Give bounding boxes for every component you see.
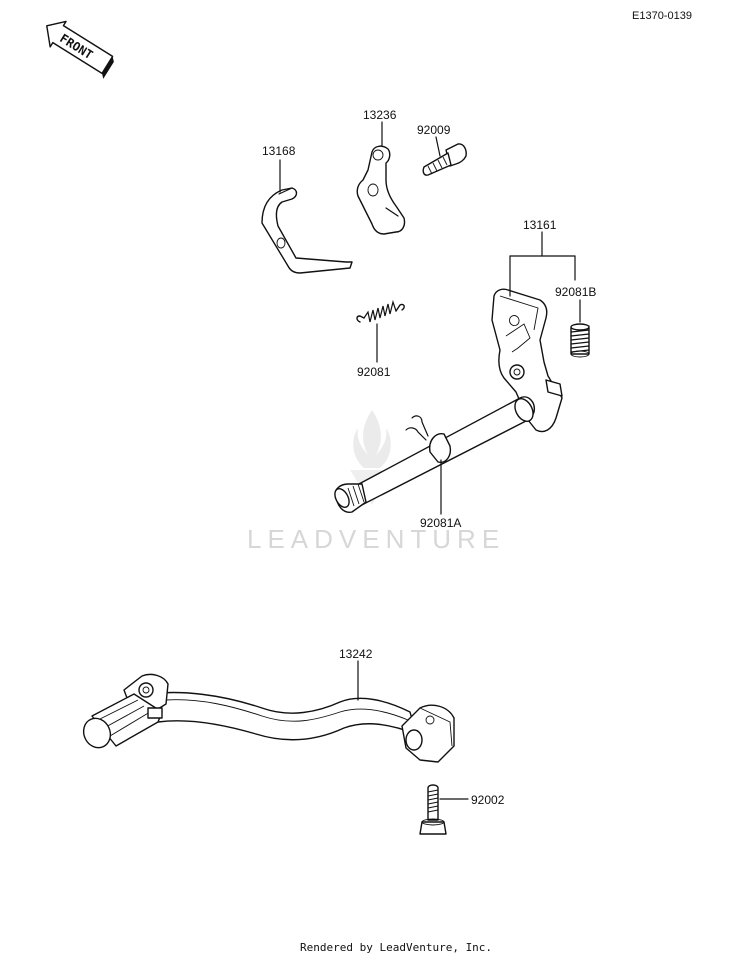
spring-92081B <box>570 323 590 358</box>
shift-pedal-13242 <box>82 673 455 763</box>
watermark-text: LEADVENTURE <box>247 524 505 554</box>
part-label-92081: 92081 <box>357 365 391 379</box>
bolt-92002 <box>419 784 447 835</box>
bolt-92009 <box>422 143 467 176</box>
part-label-92081A: 92081A <box>420 516 461 530</box>
part-label-92002: 92002 <box>471 793 505 807</box>
bracket-13168 <box>261 187 353 274</box>
part-label-92081B: 92081B <box>555 285 596 299</box>
shift-shaft-13161 <box>334 288 563 513</box>
part-label-92009: 92009 <box>417 123 451 137</box>
spring-92081 <box>356 299 405 323</box>
part-label-13242: 13242 <box>339 647 373 661</box>
part-label-13236: 13236 <box>363 108 397 122</box>
plate-13236 <box>356 145 406 235</box>
leader-92009 <box>435 136 441 157</box>
diagram-code: E1370-0139 <box>632 10 692 22</box>
part-label-13161: 13161 <box>523 218 557 232</box>
footer-text: Rendered by LeadVenture, Inc. <box>300 941 492 954</box>
part-label-13168: 13168 <box>262 144 296 158</box>
front-arrow-icon: FRONT <box>46 20 114 79</box>
